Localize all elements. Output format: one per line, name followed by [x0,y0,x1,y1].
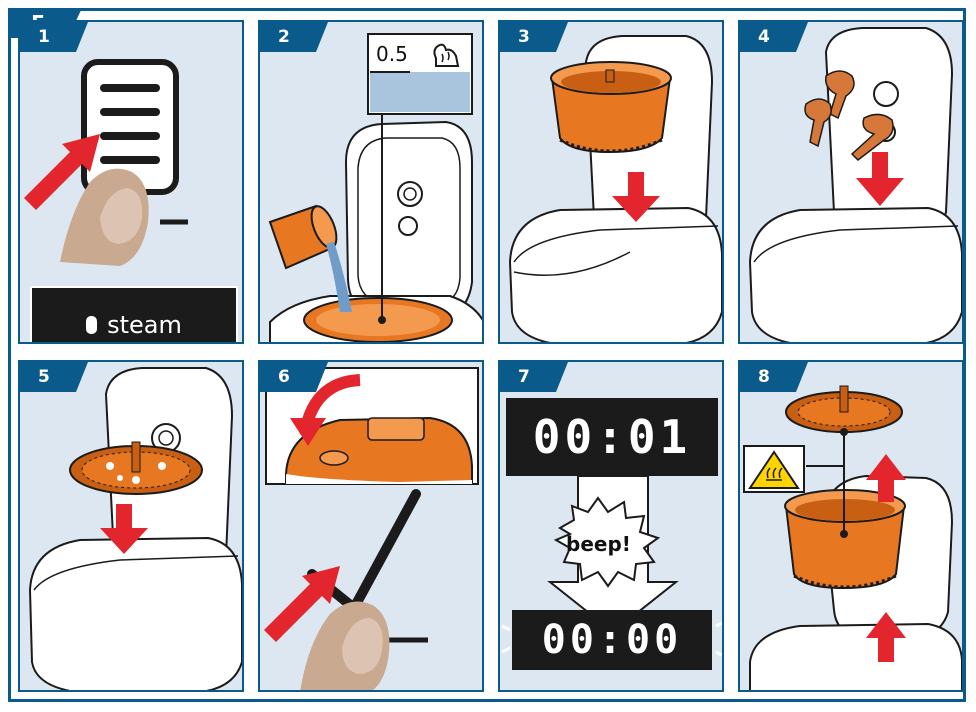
panel-step-8: 8 [738,360,964,692]
water-level-label: 0.5 [376,42,408,66]
steam-basket-icon [551,62,671,152]
close-lid-confirm-illustration [260,362,484,692]
timer-start-value: 00:01 [533,410,691,464]
step-number-8: 8 [740,362,796,392]
steam-plate-icon [786,386,902,436]
steam-indicator-icon [86,316,97,334]
remove-accessories-illustration [740,362,964,692]
insert-steam-plate-illustration [20,362,244,692]
step-number-7: 7 [500,362,556,392]
beep-label: beep! [566,532,631,556]
panel-step-4: 4 [738,20,964,344]
water-fill-illustration [260,22,484,344]
add-food-illustration [740,22,964,344]
panel-step-5: 5 [18,360,244,692]
panel-step-2: 2 0.5 [258,20,484,344]
hot-surface-warning-icon [744,446,804,492]
steam-mode-label: steam [107,311,182,339]
timer-end-value: 00:00 [542,617,682,663]
step-number-3: 3 [500,22,556,52]
step-number-4: 4 [740,22,796,52]
panel-step-1: 1 steam [18,20,244,344]
step-number-2: 2 [260,22,316,52]
timer-display-start: 00:01 [506,398,718,476]
step-number-5: 5 [20,362,76,392]
insert-steam-basket-illustration [500,22,724,344]
panel-step-6: 6 [258,360,484,692]
panel-step-3: 3 [498,20,724,344]
panel-step-7: 7 00:01 beep! 00:00 [498,360,724,692]
steam-mode-display: steam [30,286,238,344]
step-number-1: 1 [20,22,76,52]
timer-display-end: 00:00 [512,610,712,670]
step-number-6: 6 [260,362,316,392]
cooker-body [510,208,722,344]
